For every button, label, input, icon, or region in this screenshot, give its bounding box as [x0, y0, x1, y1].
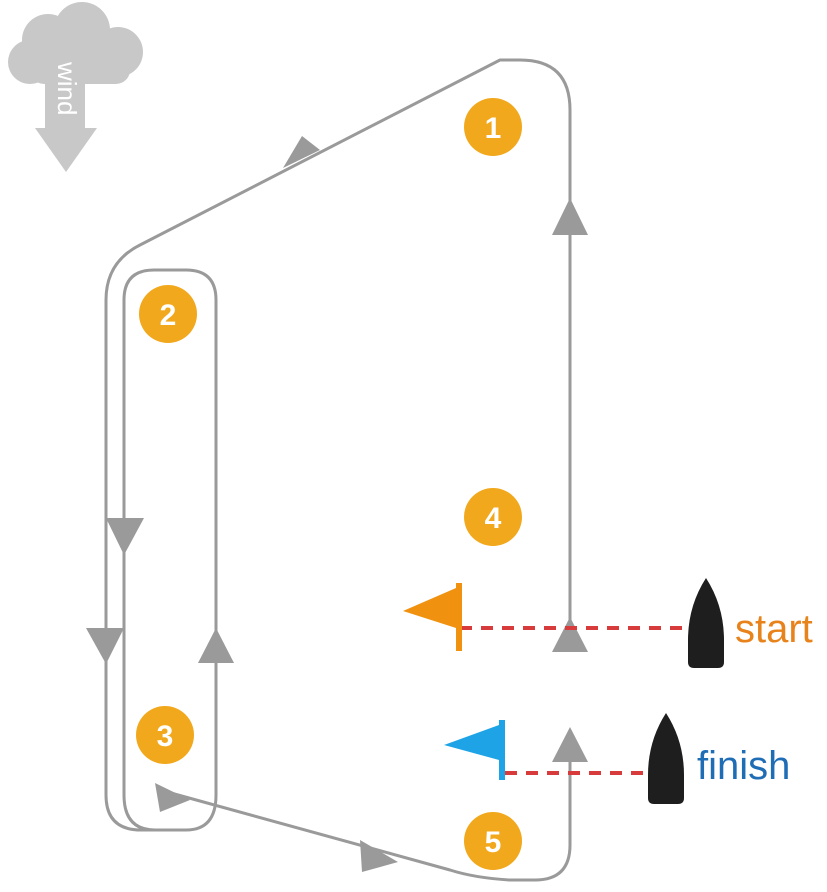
start-label: start — [735, 607, 813, 651]
arrow-up-right — [552, 198, 588, 235]
mark-4: 4 — [464, 488, 522, 546]
mark-2-label: 2 — [160, 299, 177, 332]
mark-1: 1 — [464, 98, 522, 156]
cloud-icon — [8, 2, 143, 130]
course-route — [104, 58, 572, 882]
arrow-up-inner-right — [198, 628, 234, 663]
mark-3-label: 3 — [157, 720, 174, 753]
mark-4-label: 4 — [485, 502, 502, 535]
mark-5: 5 — [464, 812, 522, 870]
route-to-finish — [159, 740, 572, 882]
finish-label: finish — [697, 744, 790, 788]
wind-label: wind — [52, 61, 82, 115]
arrow-up-start — [552, 617, 588, 652]
arrow-up-finish — [552, 727, 588, 762]
route-outer — [104, 58, 572, 832]
mark-5-label: 5 — [485, 826, 502, 859]
start-flag-icon — [403, 583, 462, 651]
arrow-right-bottom — [360, 840, 398, 872]
arrow-left-top — [283, 136, 320, 168]
arrow-down-outer — [86, 628, 124, 664]
start-boat-icon — [688, 578, 724, 668]
finish-boat-icon — [648, 713, 684, 804]
mark-1-label: 1 — [485, 112, 502, 145]
arrow-right-lower — [155, 783, 190, 812]
arrow-down-inner — [106, 518, 144, 555]
mark-2: 2 — [139, 285, 197, 343]
mark-3: 3 — [136, 706, 194, 764]
finish-flag-icon — [444, 720, 505, 780]
route-arrows — [86, 136, 588, 872]
route-inner — [122, 268, 218, 832]
wind-indicator: wind — [8, 2, 143, 172]
wind-arrow-icon — [35, 128, 97, 172]
